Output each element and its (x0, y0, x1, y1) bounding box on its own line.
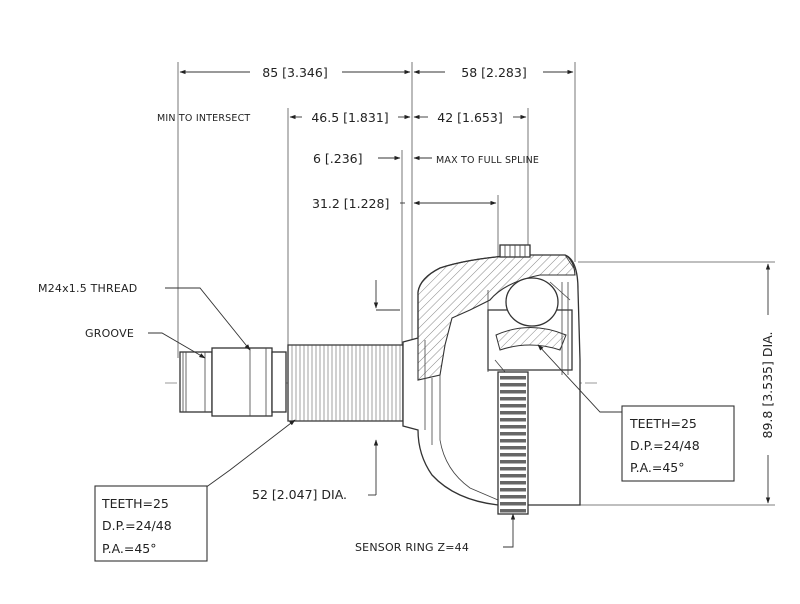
splined-shaft (287, 344, 404, 422)
svg-text:TEETH=25: TEETH=25 (101, 496, 169, 511)
svg-text:D.P.=24/48: D.P.=24/48 (630, 438, 700, 453)
svg-text:P.A.=45°: P.A.=45° (630, 460, 685, 475)
thread-callout: M24x1.5 THREAD (38, 282, 137, 295)
threaded-stub (179, 347, 287, 417)
min-to-intersect-label: MIN TO INTERSECT (157, 113, 250, 124)
groove-callout: GROOVE (85, 327, 134, 340)
svg-text:P.A.=45°: P.A.=45° (102, 541, 157, 556)
spec-box-right: TEETH=25 D.P.=24/48 P.A.=45° (621, 405, 735, 482)
spec-box-left: TEETH=25 D.P.=24/48 P.A.=45° (94, 485, 208, 562)
max-to-full-spline-label: MAX TO FULL SPLINE (436, 155, 539, 166)
svg-text:TEETH=25: TEETH=25 (629, 416, 697, 431)
inner-race (487, 277, 573, 375)
dim-89-8-dia: 89.8 [3.535] DIA. (760, 332, 775, 439)
sensor-ring-callout: SENSOR RING Z=44 (355, 541, 469, 554)
svg-text:D.P.=24/48: D.P.=24/48 (102, 518, 172, 533)
dim-52-dia: 52 [2.047] DIA. (252, 487, 347, 502)
dim-46-5: 46.5 [1.831] (311, 110, 388, 125)
dim-42: 42 [1.653] (437, 110, 502, 125)
dim-6: 6 [.236] (313, 151, 363, 166)
dimension-lines (179, 69, 771, 504)
ball (505, 277, 559, 327)
dim-31-2: 31.2 [1.228] (312, 196, 389, 211)
sensor-ring (497, 371, 529, 515)
dim-58: 58 [2.283] (461, 65, 526, 80)
dim-85: 85 [3.346] (262, 65, 327, 80)
bell-housing (402, 244, 581, 506)
extension-lines (177, 62, 775, 506)
